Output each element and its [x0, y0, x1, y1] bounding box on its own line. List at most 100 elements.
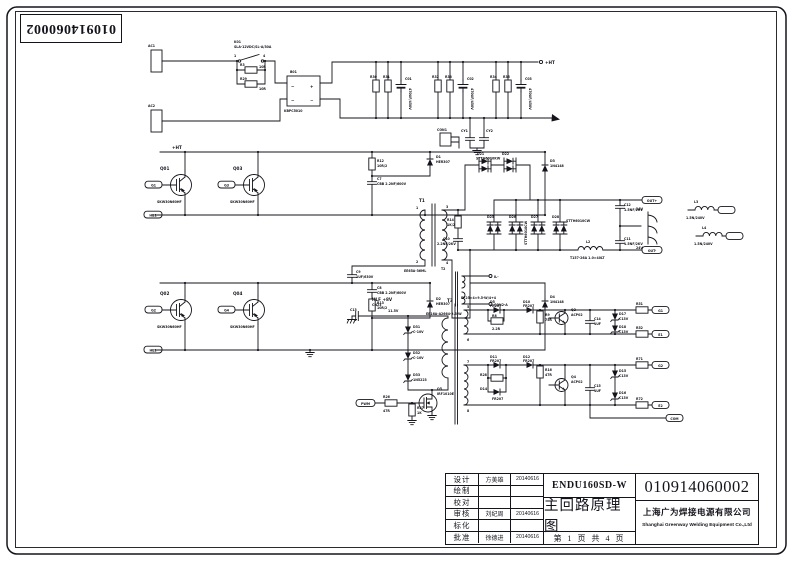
relay-pin1: 1	[234, 54, 236, 58]
d2-label: D2	[436, 297, 441, 301]
igbt-q01-symbol	[170, 170, 192, 200]
out-minus-label: OUT-	[648, 249, 657, 253]
q5-label: Q5	[437, 387, 442, 391]
d32-label: D32	[413, 351, 420, 355]
capacitor-c02-symbol	[457, 79, 469, 93]
signoff-date: 20140616	[515, 534, 540, 541]
bus-wires	[319, 61, 553, 119]
inner-border	[15, 11, 777, 548]
t1-value: EE65A-36ML	[404, 269, 426, 273]
title-block-middle: ENDU160SD-W 主回路原理图 第 1 页 共 4 页	[544, 474, 636, 544]
t1-core	[431, 203, 436, 267]
t1-primary-winding	[419, 209, 426, 261]
c11-value: 1.5NF/2KV	[624, 242, 643, 246]
resistor-r35-symbol	[504, 79, 512, 93]
r37-value: 1K	[417, 411, 422, 415]
t3-pin8: 8	[467, 409, 470, 413]
resistor-r51-symbol	[635, 306, 649, 314]
signoff-label: 批准	[446, 531, 479, 544]
c11-label: C11	[624, 237, 631, 241]
capacitor-c03-symbol	[515, 79, 527, 93]
cn23-label: CN23	[372, 303, 381, 307]
he1-label: HE1	[149, 348, 156, 352]
diode-d3-symbol	[541, 162, 549, 174]
resistor-r33-symbol	[446, 79, 454, 93]
gate-drive-section: HLF +8V CN23 C13 11.5V D31 C-10V D32 C-1…	[346, 296, 684, 426]
terminal-drive-com	[665, 414, 684, 422]
resistor-r26-symbol	[384, 399, 398, 407]
page-frame	[6, 6, 787, 555]
signoff-date: 20140616	[511, 509, 544, 521]
d28-value: STTH6010CW	[566, 219, 591, 223]
r32-label: R32	[432, 75, 439, 79]
c03-label: C03	[525, 77, 532, 81]
r13-value: 10R/2	[377, 306, 387, 310]
q04-label: Q04	[233, 291, 242, 296]
c9-value: 1UF/630V	[356, 275, 374, 279]
c9-label: C9	[356, 270, 361, 274]
terminal-g3	[217, 180, 236, 189]
r9-label: R9	[545, 313, 550, 317]
title-block: 设计 方美雄 20140616 绘制 校对 审核 刘纪周 20140616 标化…	[445, 473, 759, 545]
zener-d15-symbol	[610, 368, 620, 380]
g2-label: G2	[151, 308, 156, 312]
cy2-label: CY2	[486, 129, 493, 133]
snubber-wires	[371, 151, 546, 351]
d33-value: 1N5223	[413, 378, 427, 382]
d3-label: D3	[550, 159, 555, 163]
drive-g1-label: G1	[658, 309, 663, 313]
c10-label: C10	[443, 237, 451, 241]
r8-label: R8	[492, 314, 497, 318]
q01-label: Q01	[160, 166, 169, 171]
v115-label: 11.5V	[388, 309, 399, 313]
con1-label: CON1	[437, 128, 447, 132]
input-wires	[161, 60, 288, 122]
l4-label: L4	[702, 226, 707, 230]
capacitor-c8-symbol	[367, 285, 377, 297]
resistor-r28-symbol	[490, 374, 504, 382]
junction-dots	[183, 59, 622, 407]
terminal-drive-g2	[651, 361, 670, 369]
r12-value: 10R/2	[377, 164, 387, 168]
c03-value: 470UF/450V	[528, 88, 532, 110]
c13-label: C13	[350, 308, 357, 312]
signoff-label: 绘制	[446, 485, 479, 498]
t1-secondary-winding	[441, 209, 448, 261]
t2-output-wires	[461, 275, 490, 305]
q4-value: ACP02	[571, 380, 583, 384]
q03-label: Q03	[233, 166, 242, 171]
d31-label: D31	[413, 325, 420, 329]
t3-pin5: 5	[467, 305, 469, 309]
doc-number: 010914060002	[636, 474, 758, 501]
r29-label: R29	[240, 77, 248, 81]
terminal-out-minus	[641, 246, 663, 254]
t2-label: T2	[441, 267, 445, 271]
ycap-wires	[450, 117, 485, 149]
l4-value: 1.5N/240V	[694, 242, 713, 246]
fan-24v-label: 24V	[636, 246, 643, 250]
zener-d16-symbol	[610, 390, 620, 402]
terminal-drive-e1	[651, 330, 670, 338]
igbt-q04-symbol	[243, 295, 265, 325]
zener-d33-symbol	[403, 372, 413, 384]
bridge-minus-mark: −	[310, 98, 314, 103]
drive-e2-label: E2	[658, 404, 662, 408]
r31-label: R31	[383, 75, 390, 79]
q02-value: SKW30N60HF	[157, 325, 182, 329]
igbt-wires	[161, 151, 259, 351]
resistor-r14-symbol	[454, 215, 462, 229]
r14-label: R14	[447, 218, 455, 222]
k01-value: SLA-12VDC/SL-A/30A	[234, 45, 272, 49]
ac1-connector	[150, 49, 163, 73]
c12-value: 1.5NF/2KV	[624, 208, 643, 212]
pwm-label: PWM	[361, 402, 370, 406]
d16-label: D16	[619, 391, 627, 395]
model-number: ENDU160SD-W	[544, 474, 635, 498]
t3-pin7: 7	[467, 360, 469, 364]
c15-value: 1UF	[594, 389, 601, 393]
resistor-r12-symbol	[368, 157, 376, 171]
fan-24v-label: 24V	[636, 207, 643, 211]
q3-value: ACP02	[571, 313, 583, 317]
l3-value: 1.5N/240V	[686, 216, 705, 220]
d15-label: D15	[619, 369, 626, 373]
